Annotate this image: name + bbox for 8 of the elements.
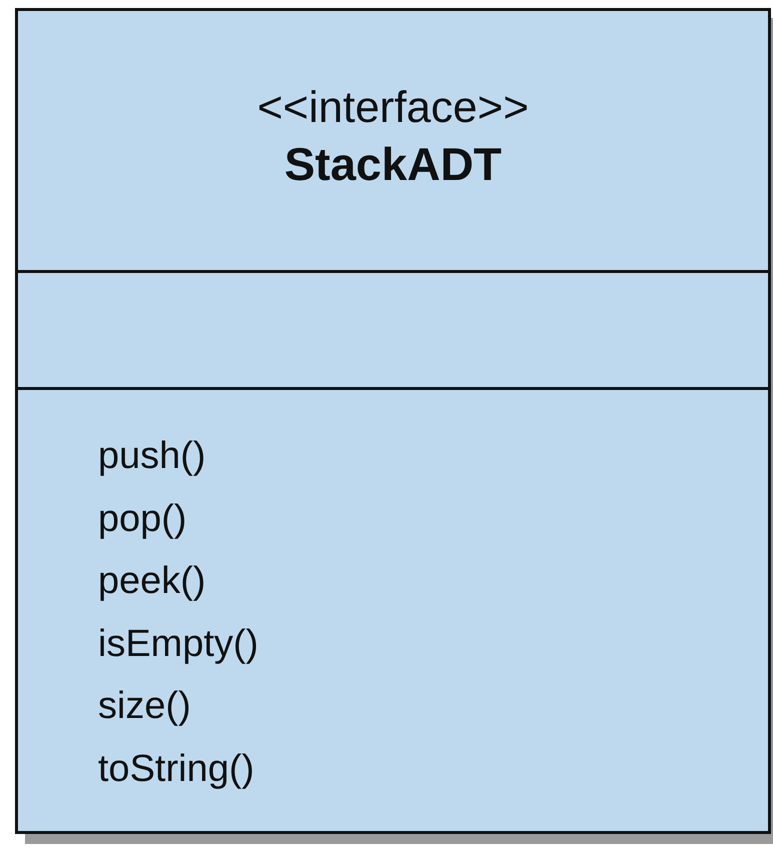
method-label: pop(): [98, 498, 187, 540]
method-label: size(): [98, 685, 191, 728]
class-name: StackADT: [283, 137, 503, 191]
stereotype-label: <<interface>>: [256, 83, 530, 133]
method-label: toString(): [98, 748, 254, 790]
method-label: peek(): [98, 560, 206, 603]
method-label: push(): [98, 435, 206, 478]
method-label: isEmpty(): [98, 622, 258, 666]
